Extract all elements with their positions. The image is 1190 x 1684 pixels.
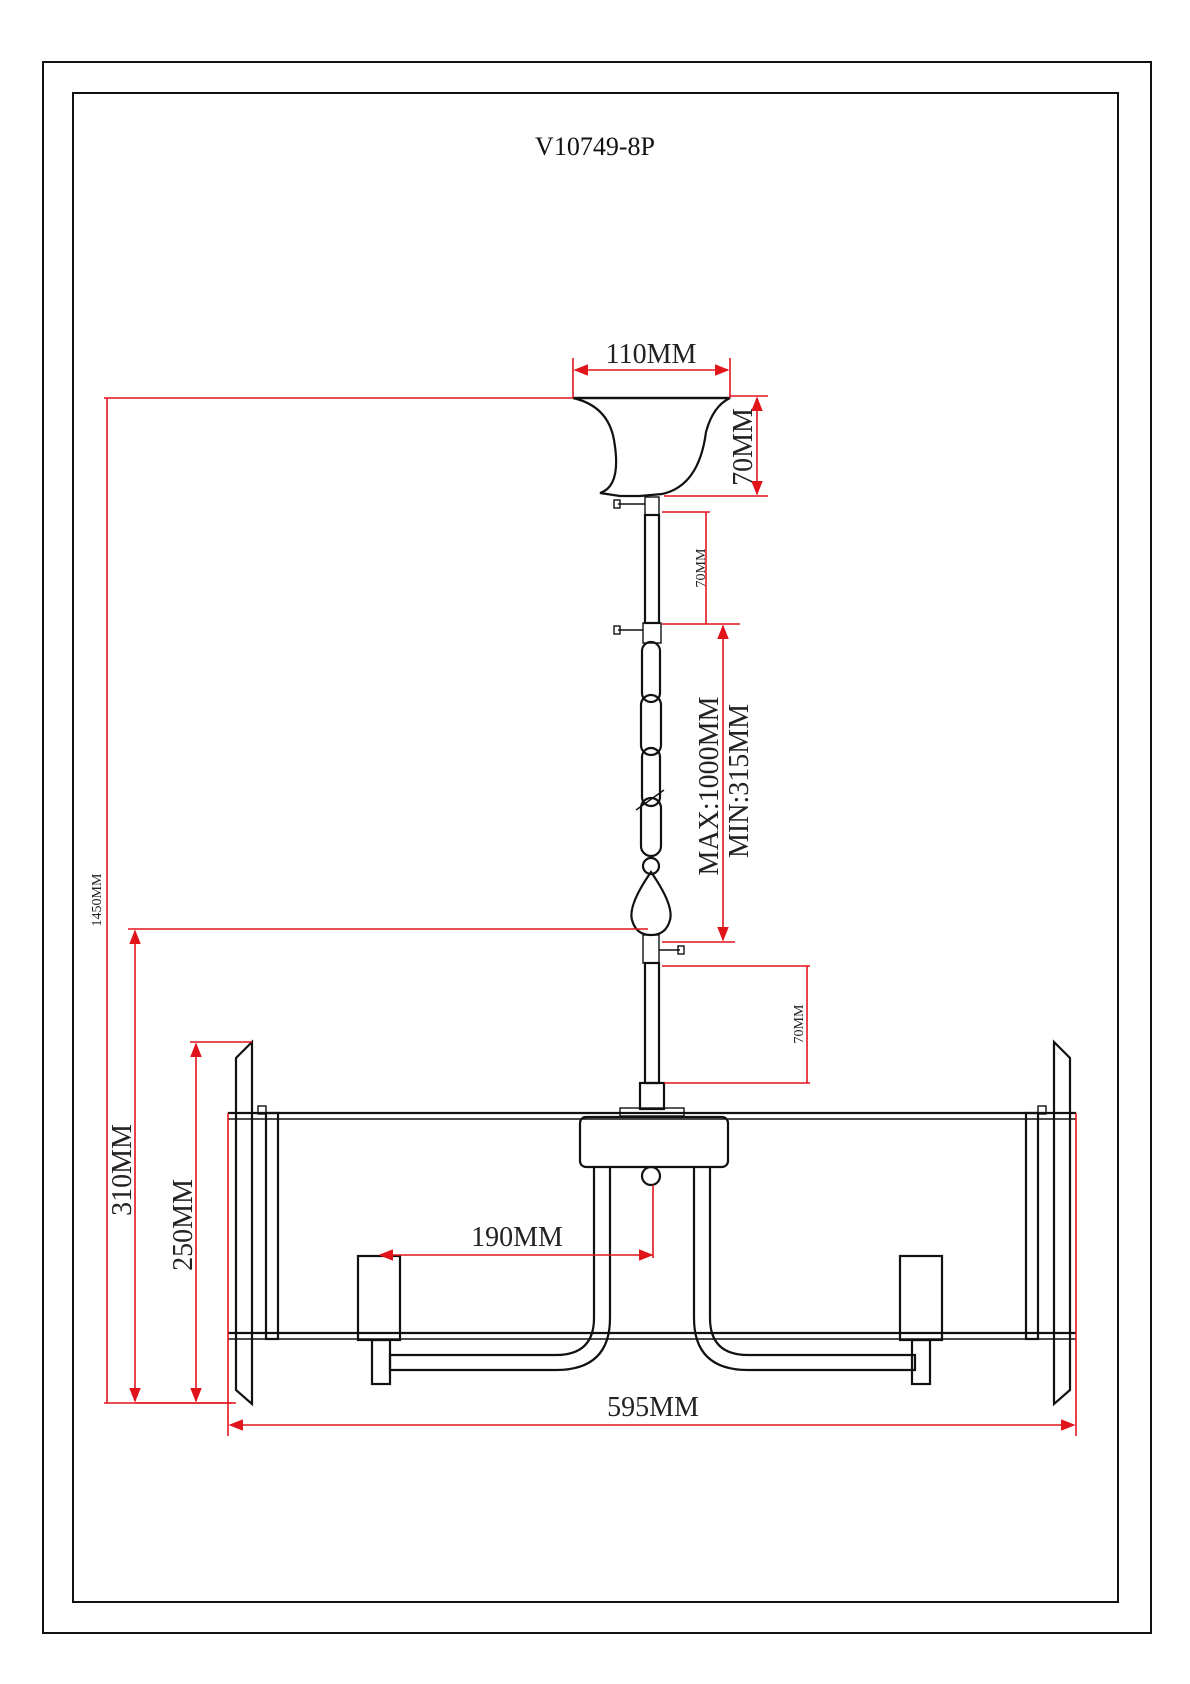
left-post [264, 1111, 280, 1341]
fixture-drawing [228, 396, 1076, 1407]
center-bulb [640, 1165, 662, 1187]
central-hub [578, 1115, 730, 1169]
dim-top-rod: 70MM [694, 548, 709, 587]
dim-chain-max: MAX:1000MM [694, 696, 725, 875]
drawing-title: V10749-8P [535, 132, 655, 161]
hook [630, 870, 672, 937]
dim-lower-rod: 70MM [792, 1004, 807, 1043]
top-rod [643, 513, 661, 625]
hook-connector [642, 934, 660, 964]
right-candle-socket [898, 1254, 944, 1342]
right-arm [692, 1167, 917, 1372]
canopy [572, 396, 731, 498]
lower-rod [643, 961, 661, 1085]
dim-chain-min: MIN:315MM [724, 704, 755, 858]
dimension-lines [104, 358, 1077, 1436]
left-socket-cup [370, 1338, 392, 1386]
dim-canopy-height: 70MM [728, 408, 759, 486]
dim-body-height: 310MM [107, 1124, 138, 1216]
left-panel [234, 1039, 254, 1407]
outer-frame [42, 61, 1152, 1634]
dim-total-height: 1450MM [90, 873, 105, 926]
inner-frame [72, 92, 1119, 1603]
right-post [1024, 1111, 1040, 1341]
dim-frame-height: 250MM [168, 1179, 199, 1271]
rod-collar [638, 1081, 666, 1111]
right-socket-cup [910, 1338, 932, 1386]
left-candle-socket [356, 1254, 402, 1342]
right-panel [1052, 1039, 1072, 1407]
canopy-nipple [644, 496, 660, 516]
dim-canopy-width: 110MM [606, 339, 697, 370]
dim-total-width: 595MM [607, 1392, 699, 1423]
dim-arm-reach: 190MM [471, 1222, 563, 1253]
chain [635, 640, 665, 876]
